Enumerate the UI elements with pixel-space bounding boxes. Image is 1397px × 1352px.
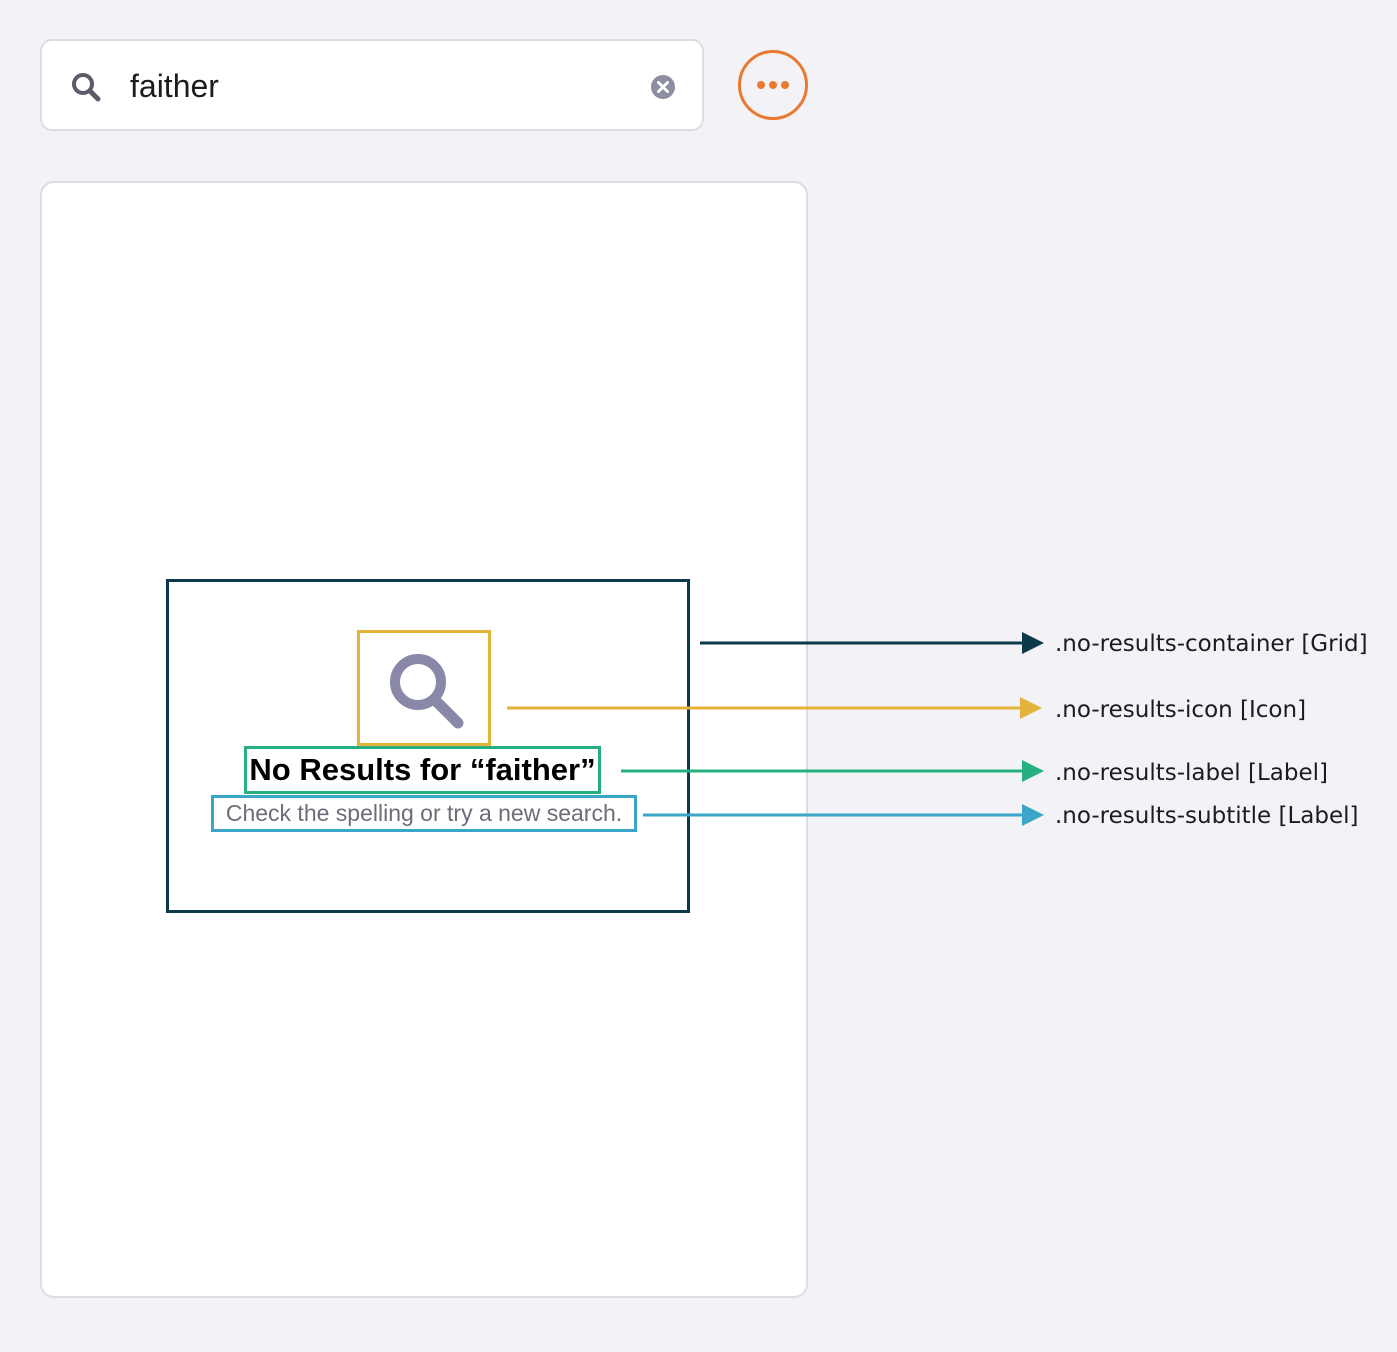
no-results-subtitle-frame: Check the spelling or try a new search. <box>211 795 637 832</box>
callout-subtitle: .no-results-subtitle [Label] <box>1055 803 1359 829</box>
clear-icon[interactable] <box>650 74 676 100</box>
no-results-subtitle: Check the spelling or try a new search. <box>225 800 623 826</box>
no-results-label-frame: No Results for “faither” <box>244 746 601 794</box>
search-icon <box>72 73 101 102</box>
no-results-container <box>166 579 690 913</box>
ellipsis-icon <box>757 81 789 89</box>
callout-icon: .no-results-icon [Icon] <box>1055 697 1307 723</box>
subtitle-arrowhead <box>1022 804 1044 826</box>
more-options-button[interactable] <box>738 50 808 120</box>
no-results-icon <box>357 630 491 746</box>
no-results-label: No Results for “faither” <box>249 752 596 787</box>
label-arrowhead <box>1022 760 1044 782</box>
callout-label: .no-results-label [Label] <box>1055 760 1328 786</box>
search-input[interactable] <box>130 59 610 113</box>
search-icon <box>390 654 464 729</box>
container-arrowhead <box>1022 632 1044 654</box>
search-bar[interactable] <box>40 39 704 131</box>
callout-container: .no-results-container [Grid] <box>1055 631 1368 657</box>
icon-arrowhead <box>1020 697 1042 719</box>
